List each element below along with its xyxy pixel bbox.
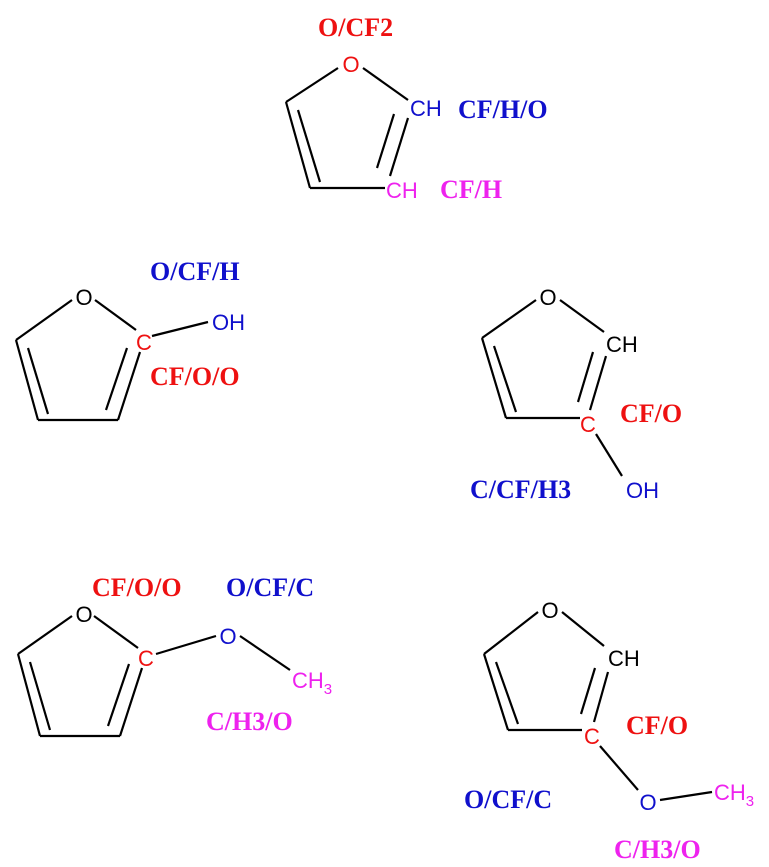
hydroxyfuran2-c2-atom: C xyxy=(136,330,152,355)
hydroxyfuran3-oh-atom: OH xyxy=(626,478,659,503)
furan-c2-atom: CH xyxy=(410,96,442,121)
methoxyfuran2-methyl-atom: CH3 xyxy=(292,668,332,698)
methoxyfuran2-methyl-label: C/H3/O xyxy=(206,707,293,736)
hydroxyfuran3-c2-atom: CH xyxy=(606,332,638,357)
methoxyfuran3-methyl-label: C/H3/O xyxy=(614,835,701,864)
methoxyfuran3-methyl-atom: CH3 xyxy=(714,780,754,810)
molecule-furan: O CH CH O/CF2 CF/H/O CF/H xyxy=(284,13,548,204)
hydroxyfuran2-c2-label: CF/O/O xyxy=(150,362,240,391)
bonds xyxy=(482,611,713,802)
furan-c3-atom: CH xyxy=(386,178,418,203)
molecule-2-methoxyfuran: O C O CH3 CF/O/O O/CF/C C/H3/O xyxy=(16,573,332,738)
methoxyfuran3-c3-label: CF/O xyxy=(626,711,688,740)
methoxyfuran3-c3-atom: C xyxy=(584,724,600,749)
hydroxyfuran3-hydroxyl-label: C/CF/H3 xyxy=(470,475,571,504)
methyl-subscript: 3 xyxy=(324,681,332,698)
methoxyfuran3-ether-label: O/CF/C xyxy=(464,785,552,814)
furan-c2-label: CF/H/O xyxy=(458,95,548,124)
methoxyfuran2-oxygen-atom: O xyxy=(75,602,92,627)
hydroxyfuran3-c3-atom: C xyxy=(580,412,596,437)
furan-c3-label: CF/H xyxy=(440,175,502,204)
hydroxyfuran2-hydroxyl-label: O/CF/H xyxy=(150,257,240,286)
bonds xyxy=(14,299,209,422)
methoxyfuran2-ether-label: O/CF/C xyxy=(226,573,314,602)
methoxyfuran3-ether-oxygen-atom: O xyxy=(639,790,656,815)
methyl-ch: CH xyxy=(714,780,746,805)
methoxyfuran2-c2-atom: C xyxy=(138,646,154,671)
bonds xyxy=(480,299,623,477)
methoxyfuran3-c2-atom: CH xyxy=(608,646,640,671)
hydroxyfuran2-oxygen-atom: O xyxy=(75,285,92,310)
methoxyfuran2-ether-oxygen-atom: O xyxy=(219,624,236,649)
hydroxyfuran3-c3-label: CF/O xyxy=(620,399,682,428)
furan-oxygen-label: O/CF2 xyxy=(318,13,393,42)
hydroxyfuran2-oh-atom: OH xyxy=(212,310,245,335)
hydroxyfuran3-oxygen-atom: O xyxy=(539,285,556,310)
furan-oxygen-atom: O xyxy=(342,52,359,77)
molecule-3-hydroxyfuran: O CH C OH CF/O C/CF/H3 xyxy=(470,285,682,504)
methyl-subscript: 3 xyxy=(746,793,754,810)
bonds xyxy=(284,67,410,190)
methoxyfuran3-oxygen-atom: O xyxy=(541,598,558,623)
molecule-3-methoxyfuran: O CH C O CH3 CF/O O/CF/C C/H3/O xyxy=(464,598,754,864)
bonds xyxy=(16,615,291,738)
molecule-2-hydroxyfuran: O C OH O/CF/H CF/O/O xyxy=(14,257,245,422)
methyl-ch: CH xyxy=(292,668,324,693)
methoxyfuran2-c2-label: CF/O/O xyxy=(92,573,182,602)
